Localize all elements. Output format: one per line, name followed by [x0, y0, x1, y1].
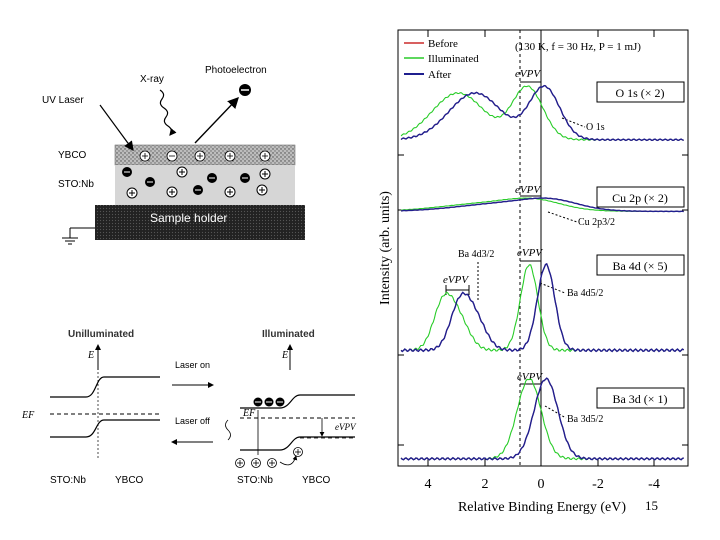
vb-right	[240, 436, 355, 451]
legend: Before Illuminated After	[404, 38, 479, 81]
sto-right: STO:Nb	[237, 475, 273, 486]
ground-symbol	[62, 227, 95, 245]
e-axis-right: E	[281, 350, 288, 361]
epv-label: eVPV	[335, 422, 357, 432]
svg-text:eVPV: eVPV	[515, 68, 541, 80]
spectrum-after-2	[400, 262, 685, 353]
sto-left: STO:Nb	[50, 475, 86, 486]
unilluminated-label: Unilluminated	[68, 329, 134, 340]
svg-text:O 1s: O 1s	[586, 122, 605, 133]
vb-left	[50, 419, 160, 438]
cb-left	[50, 376, 160, 398]
tick-label-4: -4	[648, 477, 660, 492]
legend-before: Before	[428, 38, 458, 50]
sto-charges	[122, 166, 271, 199]
svg-text:Ba 3d5/2: Ba 3d5/2	[567, 414, 603, 425]
xray-label: X-ray	[140, 74, 164, 85]
svg-text:eVPV: eVPV	[517, 247, 543, 259]
ybco-label: YBCO	[58, 150, 87, 161]
svg-text:Ba 4d5/2: Ba 4d5/2	[567, 288, 603, 299]
svg-text:Cu 2p3/2: Cu 2p3/2	[578, 217, 615, 228]
panel-label-o1s: O 1s (× 2)	[615, 86, 664, 100]
conditions-label: (130 K, f = 30 Hz, P = 1 mJ)	[515, 41, 641, 53]
cb-right	[240, 394, 355, 409]
illuminated-label: Illuminated	[262, 329, 315, 340]
svg-text:eVPV: eVPV	[517, 371, 543, 383]
legend-illuminated: Illuminated	[428, 53, 479, 65]
tick-label-2: 0	[538, 477, 545, 492]
band-diagram: Unilluminated Illuminated E EF STO:Nb YB…	[21, 329, 357, 486]
e-axis-left: E	[87, 350, 94, 361]
sto-label: STO:Nb	[58, 179, 94, 190]
svg-text:eVPV: eVPV	[515, 184, 541, 196]
spectrum-after-0	[400, 84, 684, 142]
tick-label-3: -2	[592, 477, 604, 492]
panel-label-ba4d: Ba 4d (× 5)	[612, 259, 667, 273]
svg-text:Laser off: Laser off	[175, 416, 210, 426]
ybco-left: YBCO	[115, 475, 144, 486]
spectrum-after-3	[400, 377, 684, 461]
spectrum-after-1	[401, 197, 684, 213]
svg-text:EF: EF	[242, 408, 256, 419]
xray-wave	[159, 89, 177, 136]
photoelectron-path	[194, 96, 239, 144]
holder-block	[95, 205, 305, 240]
panel-label-ba3d: Ba 3d (× 1)	[612, 392, 667, 406]
tick-label-1: 2	[482, 477, 489, 492]
svg-text:Laser on: Laser on	[175, 360, 210, 370]
x-axis-label: Relative Binding Energy (eV)	[458, 500, 626, 515]
svg-text:Ba 4d3/2: Ba 4d3/2	[458, 249, 494, 260]
y-axis-label: Intensity (arb. units)	[378, 191, 393, 305]
x-ticks	[427, 30, 655, 466]
uv-laser-label: UV Laser	[42, 95, 84, 106]
photoelectron-label: Photoelectron	[205, 65, 267, 76]
svg-text:eVPV: eVPV	[443, 274, 469, 286]
spectra	[400, 84, 685, 461]
setup-diagram: Sample holder YBCO STO:Nb UV Laser X-ray…	[42, 65, 305, 245]
panel-label-cu2p: Cu 2p (× 2)	[612, 191, 668, 205]
svg-text:EF: EF	[21, 410, 35, 421]
slide-number: 15	[645, 498, 658, 513]
tick-label-0: 4	[425, 477, 432, 492]
legend-after: After	[428, 69, 452, 81]
holder-label: Sample holder	[150, 211, 227, 225]
ybco-right: YBCO	[302, 475, 331, 486]
xps-chart: 4 2 0 -2 -4 Relative Binding Energy (eV)…	[378, 29, 689, 515]
plot-frame	[397, 29, 689, 467]
uv-laser-beam	[99, 104, 134, 151]
y-ticks	[398, 154, 688, 446]
